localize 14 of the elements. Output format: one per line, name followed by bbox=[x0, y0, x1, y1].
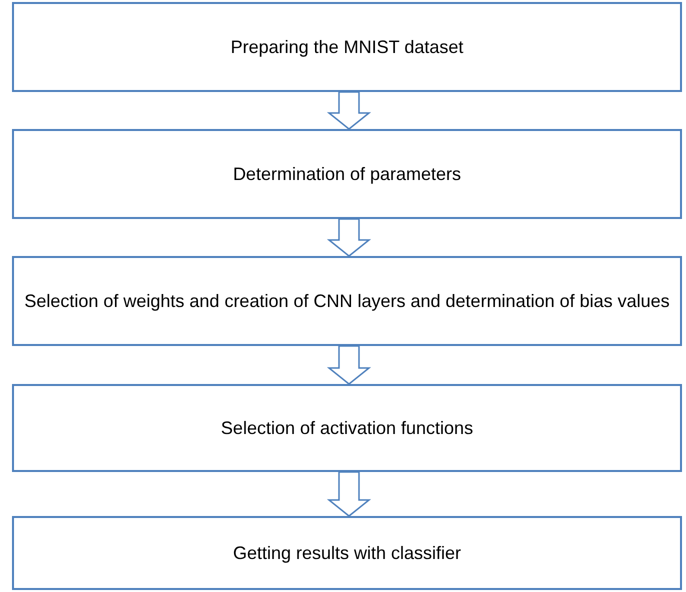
process-box bbox=[12, 129, 682, 219]
block-arrow bbox=[326, 345, 372, 385]
step-label: Determination of parameters bbox=[232, 164, 462, 184]
step-label: Getting results with classifier bbox=[232, 542, 462, 564]
block-arrow bbox=[326, 471, 372, 517]
process-box bbox=[12, 2, 682, 92]
block-arrow bbox=[326, 218, 372, 257]
block-arrow bbox=[326, 91, 372, 130]
process-box bbox=[12, 384, 682, 472]
step-label: Selection of activation functions bbox=[220, 418, 474, 438]
process-box bbox=[12, 516, 682, 590]
process-box bbox=[12, 256, 682, 346]
step-label: Selection of weights and creation of CNN layers and determination of bias values bbox=[23, 290, 671, 312]
step-label: Preparing the MNIST dataset bbox=[230, 36, 464, 58]
